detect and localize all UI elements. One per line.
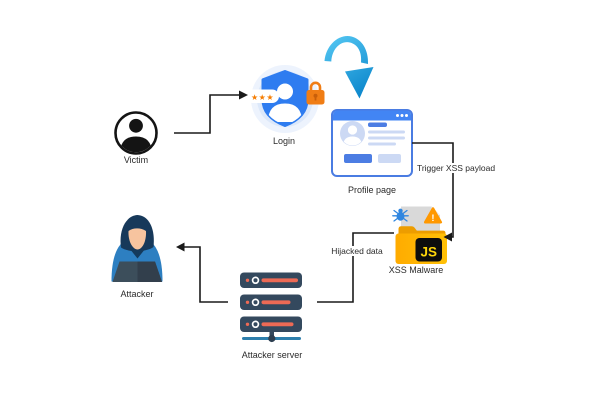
browser-window-icon [331,109,413,177]
text-line [368,122,387,127]
laptop-icon [112,261,162,282]
attacker-server-label: Attacker server [241,350,303,360]
shield-user-icon [251,65,319,133]
window-dot [405,114,408,117]
xss-malware-node: ! JS [392,206,447,264]
login-label: Login [272,136,296,146]
text-line [368,136,405,140]
svg-text:!: ! [431,213,434,224]
svg-text:JS: JS [421,245,438,260]
primary-button-shape [344,154,372,163]
edge-server-to-attacker [184,246,228,303]
hooded-attacker-icon [111,215,163,282]
profile-page-label: Profile page [347,185,397,195]
rating-stars-pill: ★★★ [245,89,279,103]
window-dot [400,114,404,117]
padlock-icon [306,81,325,105]
warning-triangle-icon: ! [423,207,443,224]
edge-label-trigger-xss-payload: Trigger XSS payload [413,163,499,174]
attacker-server-node [240,272,302,343]
bug-icon [392,208,409,222]
js-badge: JS [415,238,442,262]
login-node: ★★★ [245,65,325,133]
curved-arrow-icon [324,36,374,99]
victim-label: Victim [123,155,149,165]
text-line [368,142,396,146]
stars-icon: ★★★ [251,93,274,102]
profile-avatar [340,121,365,146]
victim-node [114,111,158,155]
text-line [368,130,405,134]
secondary-button-shape [378,154,401,163]
js-folder-malware-icon: ! JS [392,206,447,264]
person-circle-icon [114,111,158,155]
edge-malware-to-server [317,232,394,303]
attacker-label: Attacker [120,289,154,299]
xss-malware-label: XSS Malware [388,265,444,275]
network-link [242,330,301,343]
arrowhead [443,232,452,242]
connectors [174,90,454,303]
window-dot [396,114,399,117]
server-stack-icon [240,272,302,343]
arrowhead [176,242,185,252]
profile-page-node [331,109,413,177]
edge-victim-to-login [174,94,239,134]
edge-label-hijacked-data: Hijacked data [328,246,386,257]
arrowhead [239,90,248,100]
attacker-node [111,215,163,282]
